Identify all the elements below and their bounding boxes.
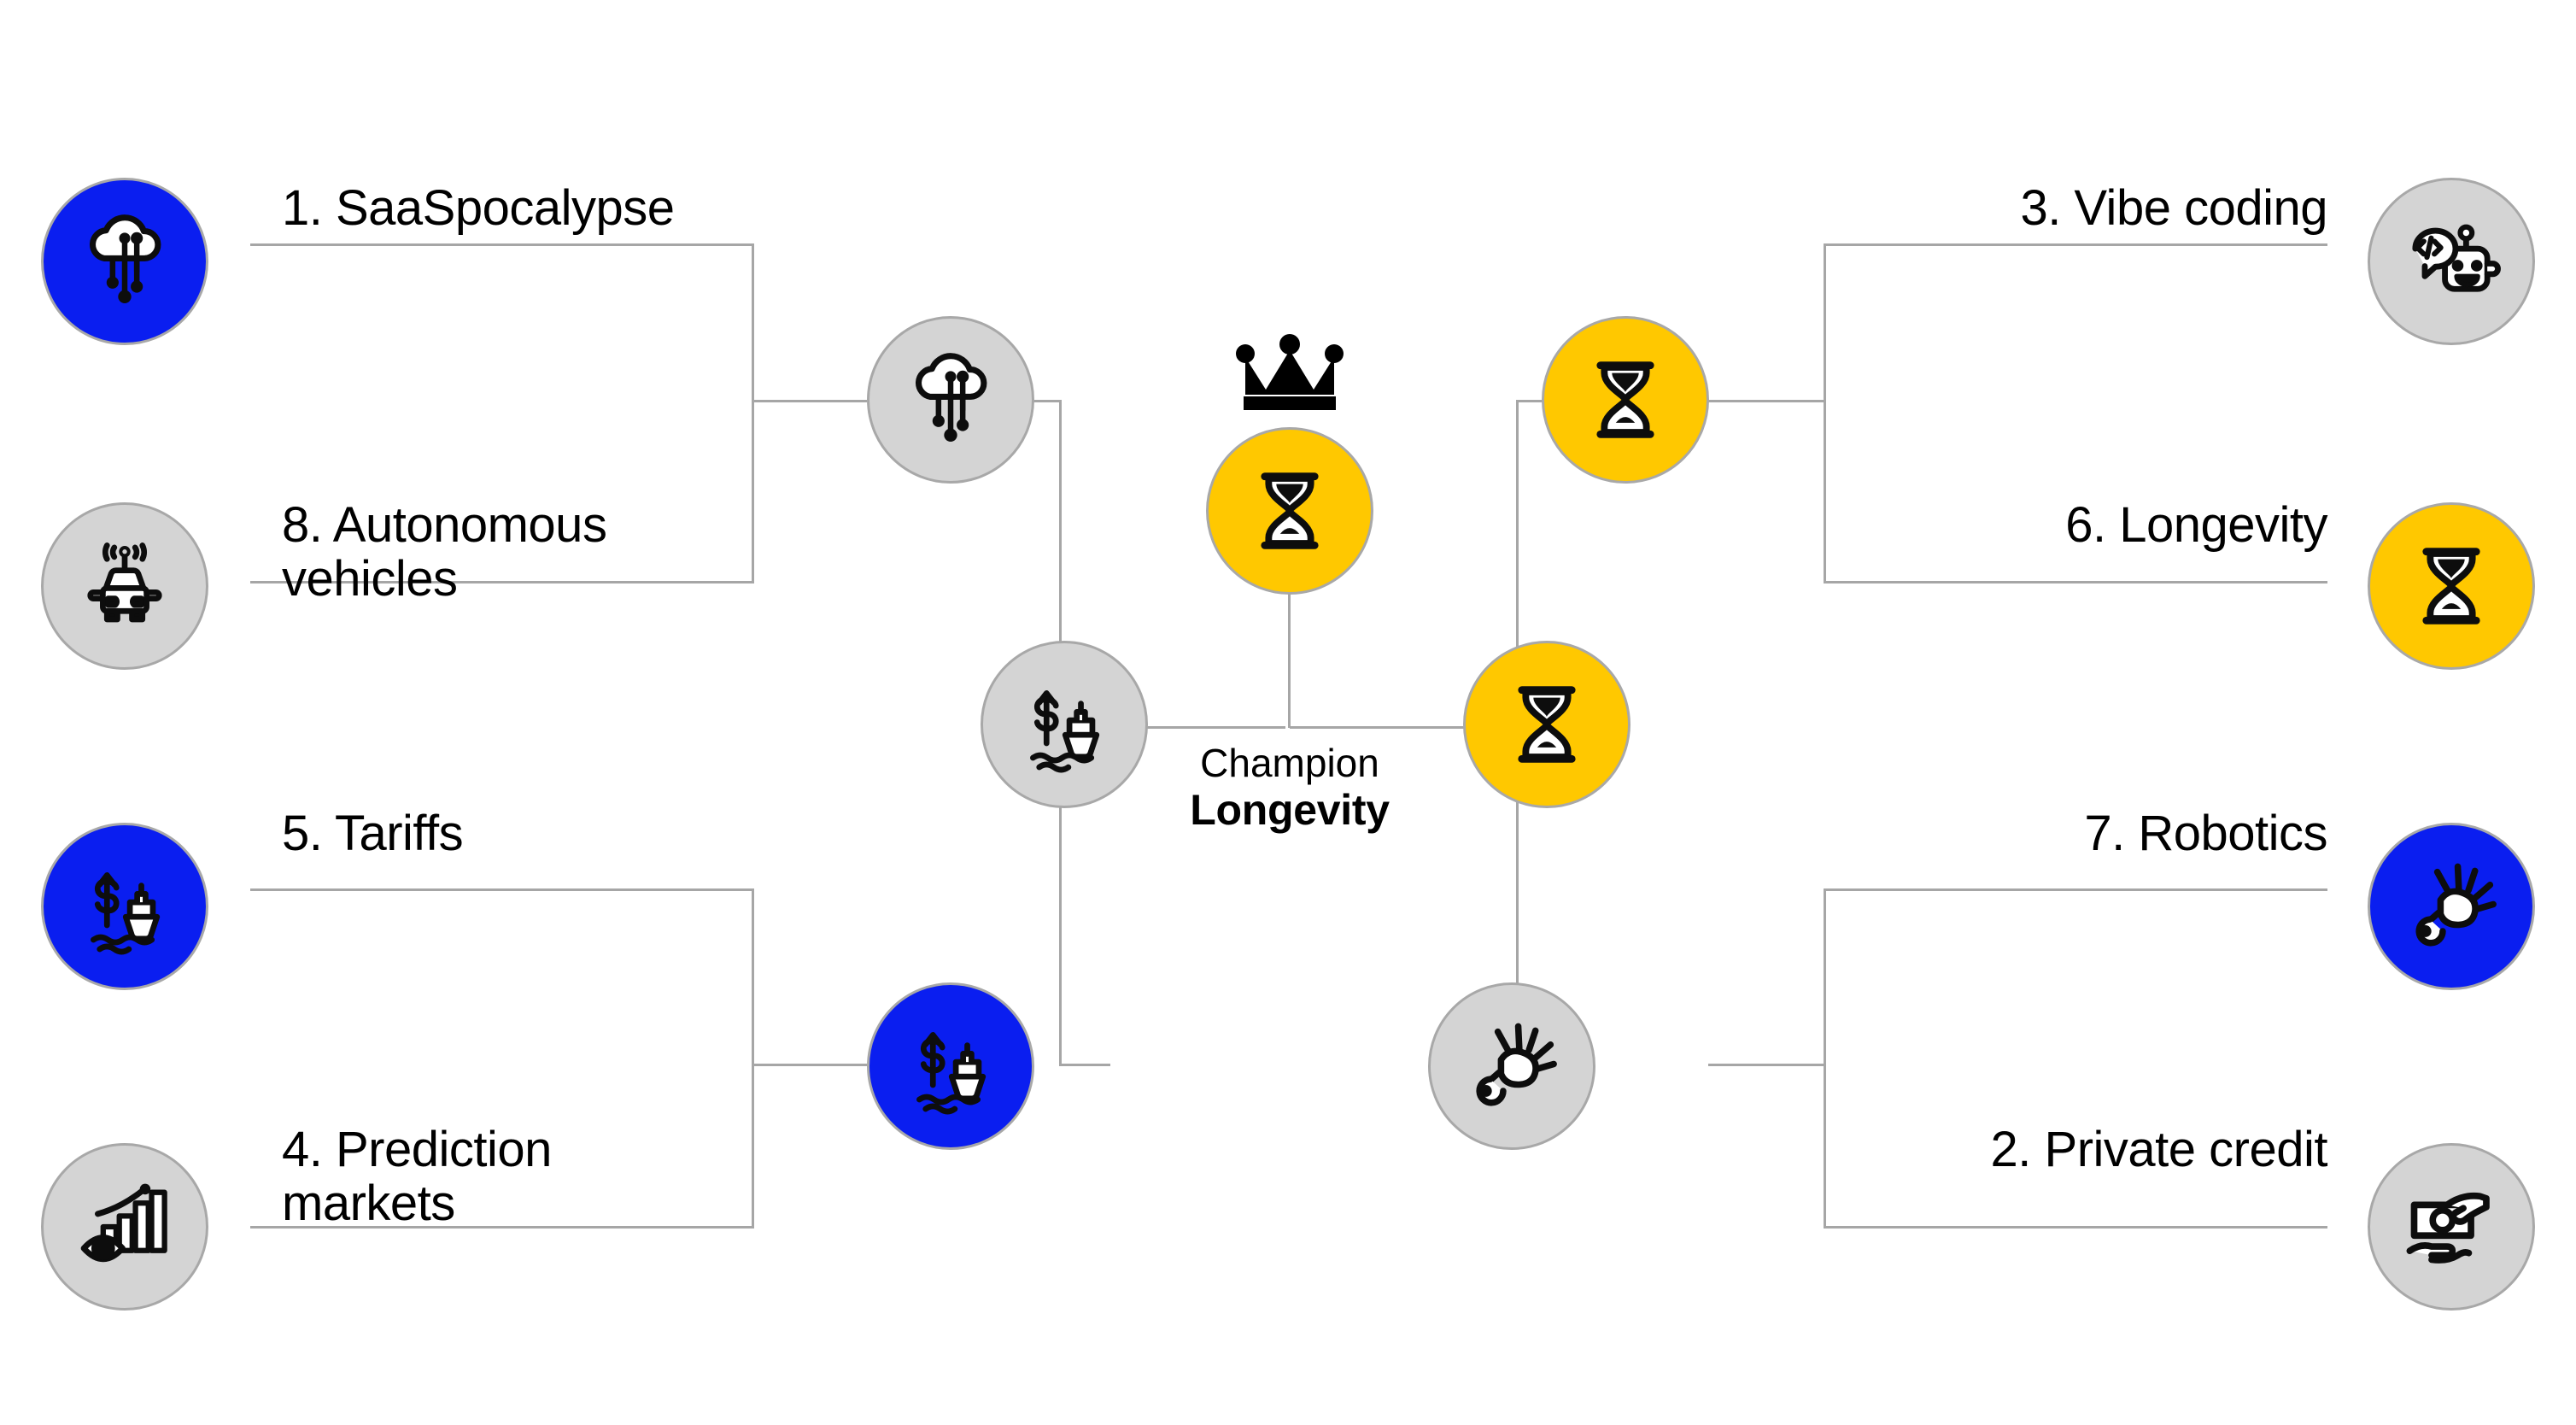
bracket-line-right-sf-bottom-in bbox=[1708, 1064, 1826, 1066]
autonomous-car-icon bbox=[73, 534, 177, 638]
bracket-line-final-right bbox=[1290, 726, 1465, 729]
bracket-line-left-sf-top-in bbox=[752, 400, 867, 402]
bracket-line-left-r1-bottom bbox=[250, 1226, 754, 1229]
robot-hand-icon bbox=[1458, 1012, 1566, 1120]
dollar-ship-icon bbox=[1012, 672, 1116, 777]
node-left-r1-tariffs[interactable] bbox=[41, 823, 208, 990]
hourglass-icon bbox=[2403, 538, 2499, 634]
bracket-line-left-sf-bottom-in bbox=[752, 1064, 867, 1066]
bracket-line-left-r1-top bbox=[250, 243, 754, 246]
bracket-line-final-left bbox=[1110, 726, 1285, 729]
node-right-r1-longevity[interactable] bbox=[2368, 502, 2535, 670]
eye-barchart-icon bbox=[71, 1173, 179, 1281]
label-right-r1-robotics: 7. Robotics bbox=[2084, 806, 2327, 861]
robot-code-icon bbox=[2398, 208, 2504, 314]
node-right-r1-robotics[interactable] bbox=[2368, 823, 2535, 990]
champion-name: Longevity bbox=[1190, 785, 1390, 834]
label-right-r1-vibe-coding: 3. Vibe coding bbox=[2020, 180, 2327, 236]
hourglass-icon bbox=[1578, 352, 1673, 448]
label-left-r1-tariffs: 5. Tariffs bbox=[282, 806, 464, 861]
bracket-line-right-r1-third bbox=[1824, 888, 2327, 891]
bracket-connector-left-lower bbox=[752, 888, 754, 1229]
hourglass-icon bbox=[1499, 677, 1595, 772]
dollar-ship-icon bbox=[899, 1014, 1003, 1118]
node-left-r2-saaspocalypse[interactable] bbox=[867, 316, 1034, 484]
bracket-line-left-sf-bottom-out bbox=[1059, 1064, 1110, 1066]
hourglass-icon bbox=[1242, 463, 1338, 559]
label-right-r1-longevity: 6. Longevity bbox=[2065, 497, 2327, 553]
cloud-network-icon bbox=[900, 349, 1001, 450]
node-right-r1-vibe-coding[interactable] bbox=[2368, 178, 2535, 345]
node-left-r1-autonomous-vehicles[interactable] bbox=[41, 502, 208, 670]
bracket-line-left-r1-third bbox=[250, 888, 754, 891]
node-right-r1-private-credit[interactable] bbox=[2368, 1143, 2535, 1311]
node-left-r3-tariffs[interactable] bbox=[867, 982, 1034, 1150]
label-right-r1-private-credit: 2. Private credit bbox=[1990, 1122, 2328, 1177]
cloud-network-icon bbox=[74, 211, 175, 312]
champion-label-block: Champion Longevity bbox=[1136, 741, 1443, 834]
bracket-connector-right-upper bbox=[1824, 243, 1826, 583]
bracket-connector-right-lower bbox=[1824, 888, 1826, 1229]
crown-icon bbox=[1230, 331, 1349, 414]
champion-title: Champion bbox=[1200, 741, 1379, 785]
bracket-connector-left-upper bbox=[752, 243, 754, 583]
bracket-connector-champion-stem bbox=[1288, 581, 1291, 728]
node-champion-longevity[interactable] bbox=[1206, 427, 1373, 595]
bracket-line-right-r1-top bbox=[1824, 243, 2327, 246]
label-left-r1-autonomous-vehicles: 8. Autonomous vehicles bbox=[282, 497, 607, 607]
node-left-r1-prediction-markets[interactable] bbox=[41, 1143, 208, 1311]
cash-hands-icon bbox=[2397, 1172, 2506, 1281]
bracket-line-right-r1-second bbox=[1824, 581, 2327, 583]
node-right-r3-longevity[interactable] bbox=[1463, 641, 1630, 808]
dollar-ship-icon bbox=[73, 854, 177, 959]
label-left-r1-prediction-markets: 4. Prediction markets bbox=[282, 1122, 552, 1231]
node-left-r2-tariffs[interactable] bbox=[981, 641, 1148, 808]
label-left-r1-saaspocalypse: 1. SaaSpocalypse bbox=[282, 180, 675, 236]
bracket-line-right-r1-bottom bbox=[1824, 1226, 2327, 1229]
node-left-r1-saaspocalypse[interactable] bbox=[41, 178, 208, 345]
bracket-line-left-r1-second bbox=[250, 581, 754, 583]
bracket-line-right-sf-top-in bbox=[1708, 400, 1826, 402]
node-right-r2-longevity[interactable] bbox=[1542, 316, 1709, 484]
robot-hand-icon bbox=[2397, 853, 2505, 960]
node-right-r2-robotics[interactable] bbox=[1428, 982, 1595, 1150]
